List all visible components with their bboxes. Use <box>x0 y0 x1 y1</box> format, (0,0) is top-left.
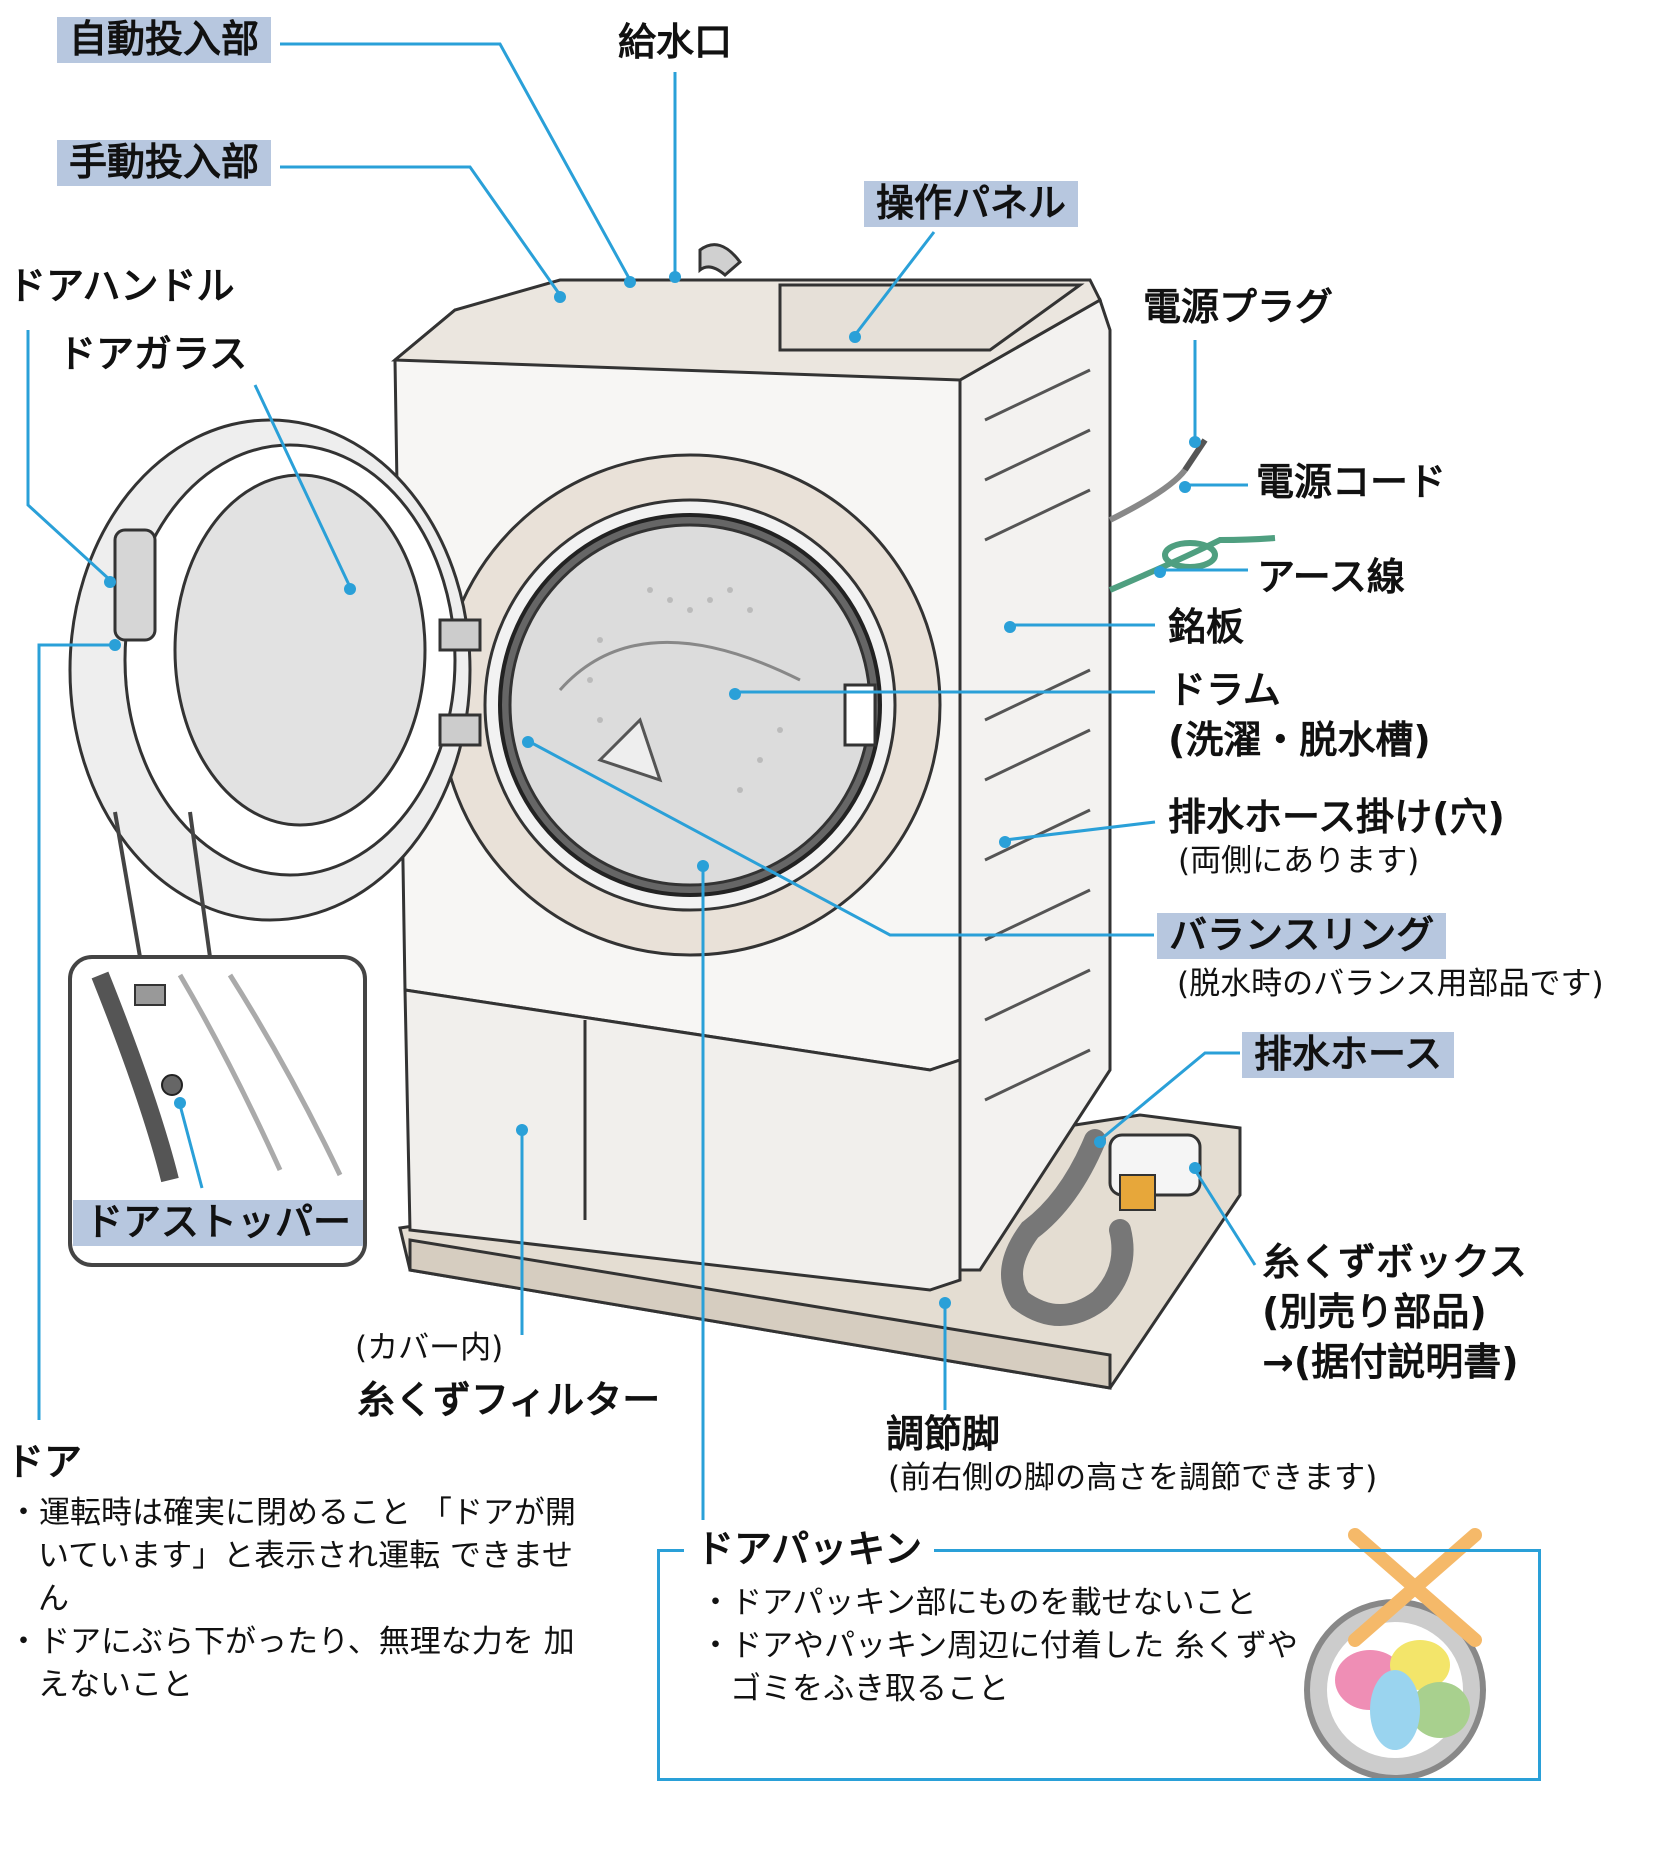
drain-hose <box>1001 1129 1134 1326</box>
door-stopper-inset <box>68 811 367 1267</box>
power-cord <box>1108 438 1276 593</box>
gasket-note-1: ・ドアパッキン部にものを載せないこと <box>700 1585 1257 1621</box>
gasket-note-2: ・ドアやパッキン周辺に付着した 糸くずやゴミをふき取ること <box>700 1628 1298 1707</box>
leader-dots <box>104 271 1201 1309</box>
door-handle-label: ドアハンドル <box>8 264 235 308</box>
control-panel-label: 操作パネル <box>864 181 1079 227</box>
lint-box <box>1108 1133 1202 1211</box>
gasket-notes: ・ドアパッキン部にものを載せないこと ・ドアやパッキン周辺に付着した 糸くずやゴ… <box>700 1582 1310 1711</box>
earth-wire-label: アース線 <box>1257 555 1405 599</box>
water-inlet-label: 給水口 <box>618 20 733 64</box>
balance-ring-sub-label: (脱水時のバランス用部品です) <box>1177 966 1604 1002</box>
hose-hook-label: 排水ホース掛け(穴) <box>1168 795 1505 839</box>
door-label: ドア <box>6 1440 83 1484</box>
leader-lines <box>26 42 1257 1520</box>
drum-label: ドラム <box>1168 668 1281 712</box>
door-glass-label: ドアガラス <box>58 332 248 376</box>
lint-box-label-2: (別売り部品) <box>1262 1290 1487 1334</box>
power-plug-label: 電源プラグ <box>1143 285 1334 329</box>
door-note-2: ・ドアにぶら下がったり、無理な力を 加えないこと <box>8 1624 575 1703</box>
door-notes: ・運転時は確実に閉めること 「ドアが開いています」と表示され運転 できません ・… <box>8 1492 588 1707</box>
open-door <box>68 418 482 922</box>
power-cord-label: 電源コード <box>1256 460 1447 504</box>
adjust-leg-sub-label: (前右側の脚の高さを調節できます) <box>888 1460 1378 1496</box>
drain-hose-label: 排水ホース <box>1242 1032 1455 1078</box>
lint-filter-label: 糸くずフィルター <box>357 1378 661 1422</box>
manual-dispenser-label: 手動投入部 <box>57 140 272 186</box>
door-stopper-label: ドアストッパー <box>73 1200 364 1246</box>
hose-hook-sub-label: (両側にあります) <box>1178 843 1420 879</box>
drum-assembly <box>438 453 942 957</box>
lint-box-label-1: 糸くずボックス <box>1262 1240 1527 1284</box>
balance-ring-label: バランスリング <box>1157 913 1447 959</box>
gasket-title: ドアパッキン <box>684 1527 935 1573</box>
washer-top <box>391 243 1102 382</box>
no-items-on-gasket-icon <box>1304 1528 1486 1781</box>
drum-sub-label: (洗濯・脱水槽) <box>1168 718 1431 762</box>
nameplate-label: 銘板 <box>1168 605 1245 649</box>
filter-sub-label: (カバー内) <box>355 1330 504 1366</box>
auto-dispenser-label: 自動投入部 <box>57 17 272 63</box>
adjust-leg-label: 調節脚 <box>886 1412 1001 1456</box>
door-note-1: ・運転時は確実に閉めること 「ドアが開いています」と表示され運転 できません <box>8 1495 576 1617</box>
gasket-note-box <box>657 1549 1541 1781</box>
lint-box-label-3: →(据付説明書) <box>1262 1340 1519 1384</box>
